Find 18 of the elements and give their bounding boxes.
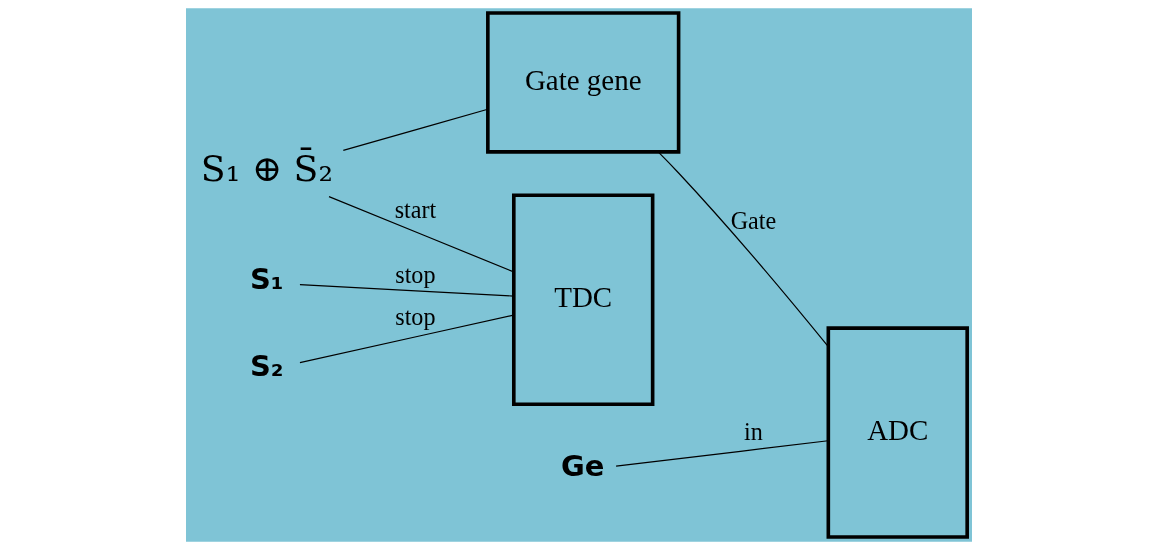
node-box: TDC — [511, 193, 654, 406]
connector — [298, 314, 514, 364]
edge-label: in — [743, 417, 763, 445]
node-text: Ge — [560, 449, 604, 484]
node-text: S₁ — [249, 262, 284, 297]
edge-label: stop — [394, 260, 436, 288]
connector — [657, 151, 829, 348]
edge-label: Gate — [730, 206, 776, 234]
connector — [614, 440, 829, 467]
edge-label: start — [394, 195, 436, 223]
node-text: S₂ — [249, 349, 284, 384]
connector — [342, 108, 488, 151]
node-text: S₁ ⊕ S̄₂ — [200, 146, 333, 190]
edge-label: stop — [394, 303, 436, 331]
connector — [327, 196, 514, 273]
node-box: ADC — [826, 326, 969, 539]
connector — [298, 283, 514, 297]
node-box: Gate gene — [485, 11, 680, 154]
